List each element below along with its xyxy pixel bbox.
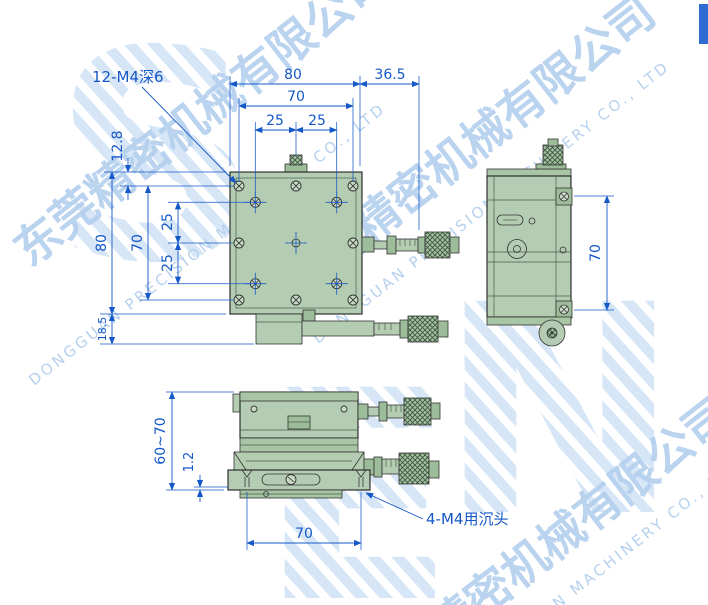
top-knob-side [535, 138, 567, 170]
screw-hole [347, 294, 359, 306]
micrometer-sleeve [373, 322, 401, 336]
countersunk-hole-right [355, 469, 367, 487]
screw-hole [290, 294, 302, 306]
label-12-m4-holes: 12-M4深6 [92, 68, 164, 86]
corner-logo-fragment [699, 4, 708, 44]
side-view [486, 138, 573, 347]
y-axis-micrometer [255, 309, 449, 345]
leader-4-m4 [365, 492, 424, 520]
center-block-detail [287, 415, 311, 430]
dim-top-offset: 12.8 [110, 130, 126, 161]
micrometer-end-on [538, 319, 566, 347]
front-view [227, 391, 441, 499]
screw-hole [347, 180, 359, 192]
lower-micrometer-front [363, 452, 440, 485]
upper-micrometer-front [357, 397, 441, 426]
micrometer-ratchet [449, 236, 460, 254]
base-slot [261, 473, 321, 486]
lock-screw [302, 309, 316, 322]
side-pad-upper [555, 187, 573, 206]
dim-front-spacing: 70 [295, 526, 313, 542]
dim-top-width: 80 [284, 67, 302, 83]
dim-pitch-h2: 25 [308, 113, 326, 129]
dim-top-extension: 36.5 [374, 67, 405, 83]
screw-hole [233, 294, 245, 306]
micrometer-thimble [398, 452, 430, 485]
side-base [486, 316, 572, 326]
micrometer-bracket [255, 313, 303, 345]
micrometer-ratchet [437, 320, 449, 338]
dim-pitch-v2: 25 [160, 254, 176, 272]
countersunk-hole-left [241, 469, 253, 487]
top-view [229, 154, 460, 345]
side-pad-lower [555, 300, 573, 319]
dim-front-height-range: 60~70 [153, 417, 169, 464]
screw-hole [290, 180, 302, 192]
dim-top-inner-width: 70 [287, 89, 305, 105]
center-hole [291, 238, 301, 248]
label-4-m4-holes: 4-M4用沉头 [426, 510, 508, 528]
dim-bottom-offset: 18.5 [96, 317, 109, 342]
screw-hole [233, 237, 245, 249]
screw-hole [347, 237, 359, 249]
adjust-slot [496, 214, 524, 226]
through-hole [507, 239, 527, 259]
dim-side-spacing: 70 [588, 244, 604, 262]
dim-top-inner-height: 70 [130, 234, 146, 252]
dim-plate-step: 1.2 [182, 452, 197, 473]
dim-top-height: 80 [94, 234, 110, 252]
watermark-letter-s: S [52, 0, 261, 327]
micrometer-thimble [424, 231, 451, 259]
dim-pitch-h1: 25 [266, 113, 284, 129]
dimension-layer: 80 36.5 70 25 25 12.8 80 70 25 25 18.5 7… [92, 67, 614, 550]
x-axis-micrometer [361, 231, 460, 259]
micrometer-thimble [407, 315, 439, 343]
micrometer-thimble [403, 397, 432, 426]
leader-12-m4 [141, 86, 237, 184]
dim-pitch-v1: 25 [160, 213, 176, 231]
